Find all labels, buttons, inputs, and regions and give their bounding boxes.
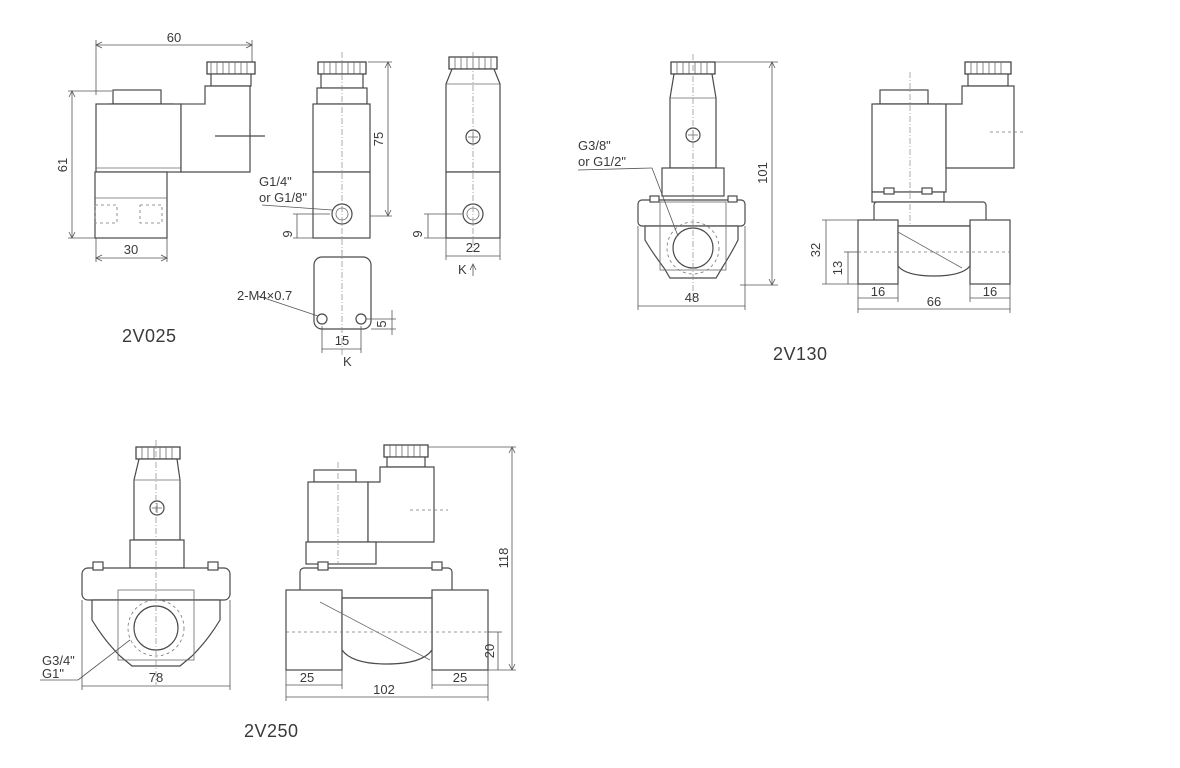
dim-v025-hole-spacing: 15 (335, 333, 349, 348)
dim-v130-port-height: 13 (830, 261, 845, 275)
dim-v250-end-left: 25 (300, 670, 314, 685)
dim-v130-height: 101 (755, 162, 770, 184)
v130-drawings: 101 48 32 13 16 16 66 G3/8" or G1/2" 2V1… (577, 54, 1025, 364)
dim-v025-base: 30 (124, 242, 138, 257)
dim-v250-width: 78 (149, 670, 163, 685)
dim-v025-tall: 75 (371, 132, 386, 146)
v025-drawings: 60 61 30 75 9 9 22 15 5 G1/4" or G1/8" 2… (55, 30, 501, 369)
dim-v130-length: 66 (927, 294, 941, 309)
v130-front-view (577, 54, 778, 310)
dim-v025-port-height-b: 9 (410, 230, 425, 237)
v025-front-view (261, 52, 392, 252)
dim-v025-width: 60 (167, 30, 181, 45)
v130-port-label-2: or G1/2" (578, 154, 626, 169)
dim-v250-port-height: 20 (482, 644, 497, 658)
v025-side-view (68, 40, 265, 262)
dim-v025-hole-offset: 5 (374, 320, 389, 327)
model-2v130: 2V130 (773, 344, 828, 364)
model-2v250: 2V250 (244, 721, 299, 741)
dim-v130-width: 48 (685, 290, 699, 305)
dim-v130-body-height: 32 (808, 243, 823, 257)
v130-side-view (822, 61, 1025, 313)
dim-v025-port-height-a: 9 (280, 230, 295, 237)
model-2v025: 2V025 (122, 326, 177, 346)
v025-end-view (424, 52, 501, 276)
dim-v250-end-right: 25 (453, 670, 467, 685)
v025-view-k-bottom: K (343, 354, 352, 369)
dim-v025-body-width: 22 (466, 240, 480, 255)
v025-bottom-view (257, 250, 396, 355)
v025-thread-label: 2-M4×0.7 (237, 288, 292, 303)
v250-front-view (40, 440, 231, 690)
v250-port-label-1: G3/4" (42, 653, 75, 668)
v025-port-label-1: G1/4" (259, 174, 292, 189)
dim-v130-end-left: 16 (871, 284, 885, 299)
v250-drawings: 118 78 20 25 25 102 G3/4" G1" 2V250 (40, 440, 516, 741)
v025-view-k-top: K (458, 262, 467, 277)
v130-port-label-1: G3/8" (578, 138, 611, 153)
dim-v130-end-right: 16 (983, 284, 997, 299)
v250-port-label-2: G1" (42, 666, 64, 681)
dim-v250-length: 102 (373, 682, 395, 697)
dim-v250-height: 118 (496, 548, 511, 569)
v250-side-view (285, 444, 516, 701)
v025-port-label-2: or G1/8" (259, 190, 307, 205)
dim-v025-height: 61 (55, 158, 70, 172)
